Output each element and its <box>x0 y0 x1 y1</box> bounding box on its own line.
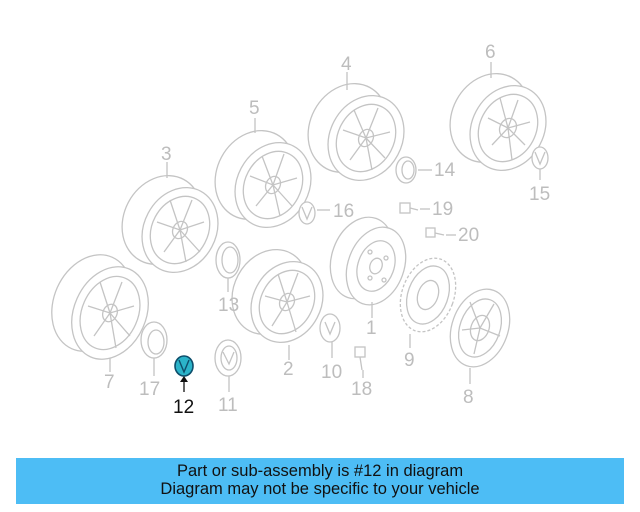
wheel-6 <box>449 72 547 172</box>
cap-13 <box>215 241 241 279</box>
wheel-2 <box>231 248 324 344</box>
cap-17 <box>140 321 168 359</box>
wheel-3 <box>121 174 219 274</box>
callout-8: 8 <box>463 387 474 408</box>
wheel-cover-8 <box>449 288 511 368</box>
bolt-19 <box>399 202 419 214</box>
callout-10: 10 <box>321 362 342 383</box>
cap-10 <box>319 313 341 343</box>
callout-3: 3 <box>161 144 172 165</box>
callout-14: 14 <box>434 160 456 181</box>
callout-18: 18 <box>351 379 372 400</box>
cap-16 <box>298 201 316 225</box>
wheel-5 <box>214 129 312 229</box>
valve-18 <box>354 346 366 371</box>
callout-7: 7 <box>104 372 115 393</box>
info-banner: Part or sub-assembly is #12 in diagram D… <box>16 458 624 504</box>
callout-4: 4 <box>341 54 352 75</box>
callout-9: 9 <box>404 350 415 371</box>
wheel-7 <box>51 254 149 360</box>
callout-11: 11 <box>218 395 238 416</box>
leader-lines <box>109 62 541 392</box>
banner-line-1: Part or sub-assembly is #12 in diagram <box>176 462 464 480</box>
callout-6: 6 <box>485 42 496 63</box>
callout-20: 20 <box>458 225 479 246</box>
cap-15 <box>531 146 549 170</box>
callout-16: 16 <box>333 201 354 222</box>
cap-14 <box>395 156 417 184</box>
wheel-cover-9 <box>399 257 457 333</box>
callout-12: 12 <box>173 397 194 418</box>
callout-2: 2 <box>283 359 294 380</box>
callout-1: 1 <box>366 318 377 339</box>
emblem-cap-12 <box>174 355 194 392</box>
wheel-1 <box>329 216 407 306</box>
banner-line-2: Diagram may not be specific to your vehi… <box>160 480 480 498</box>
callout-17: 17 <box>139 379 160 400</box>
callout-19: 19 <box>432 199 453 220</box>
callout-13: 13 <box>218 295 239 316</box>
wheel-4 <box>307 82 405 182</box>
cap-11 <box>214 339 242 377</box>
bolt-20 <box>425 227 445 238</box>
callout-5: 5 <box>249 98 260 119</box>
callout-15: 15 <box>529 184 550 205</box>
